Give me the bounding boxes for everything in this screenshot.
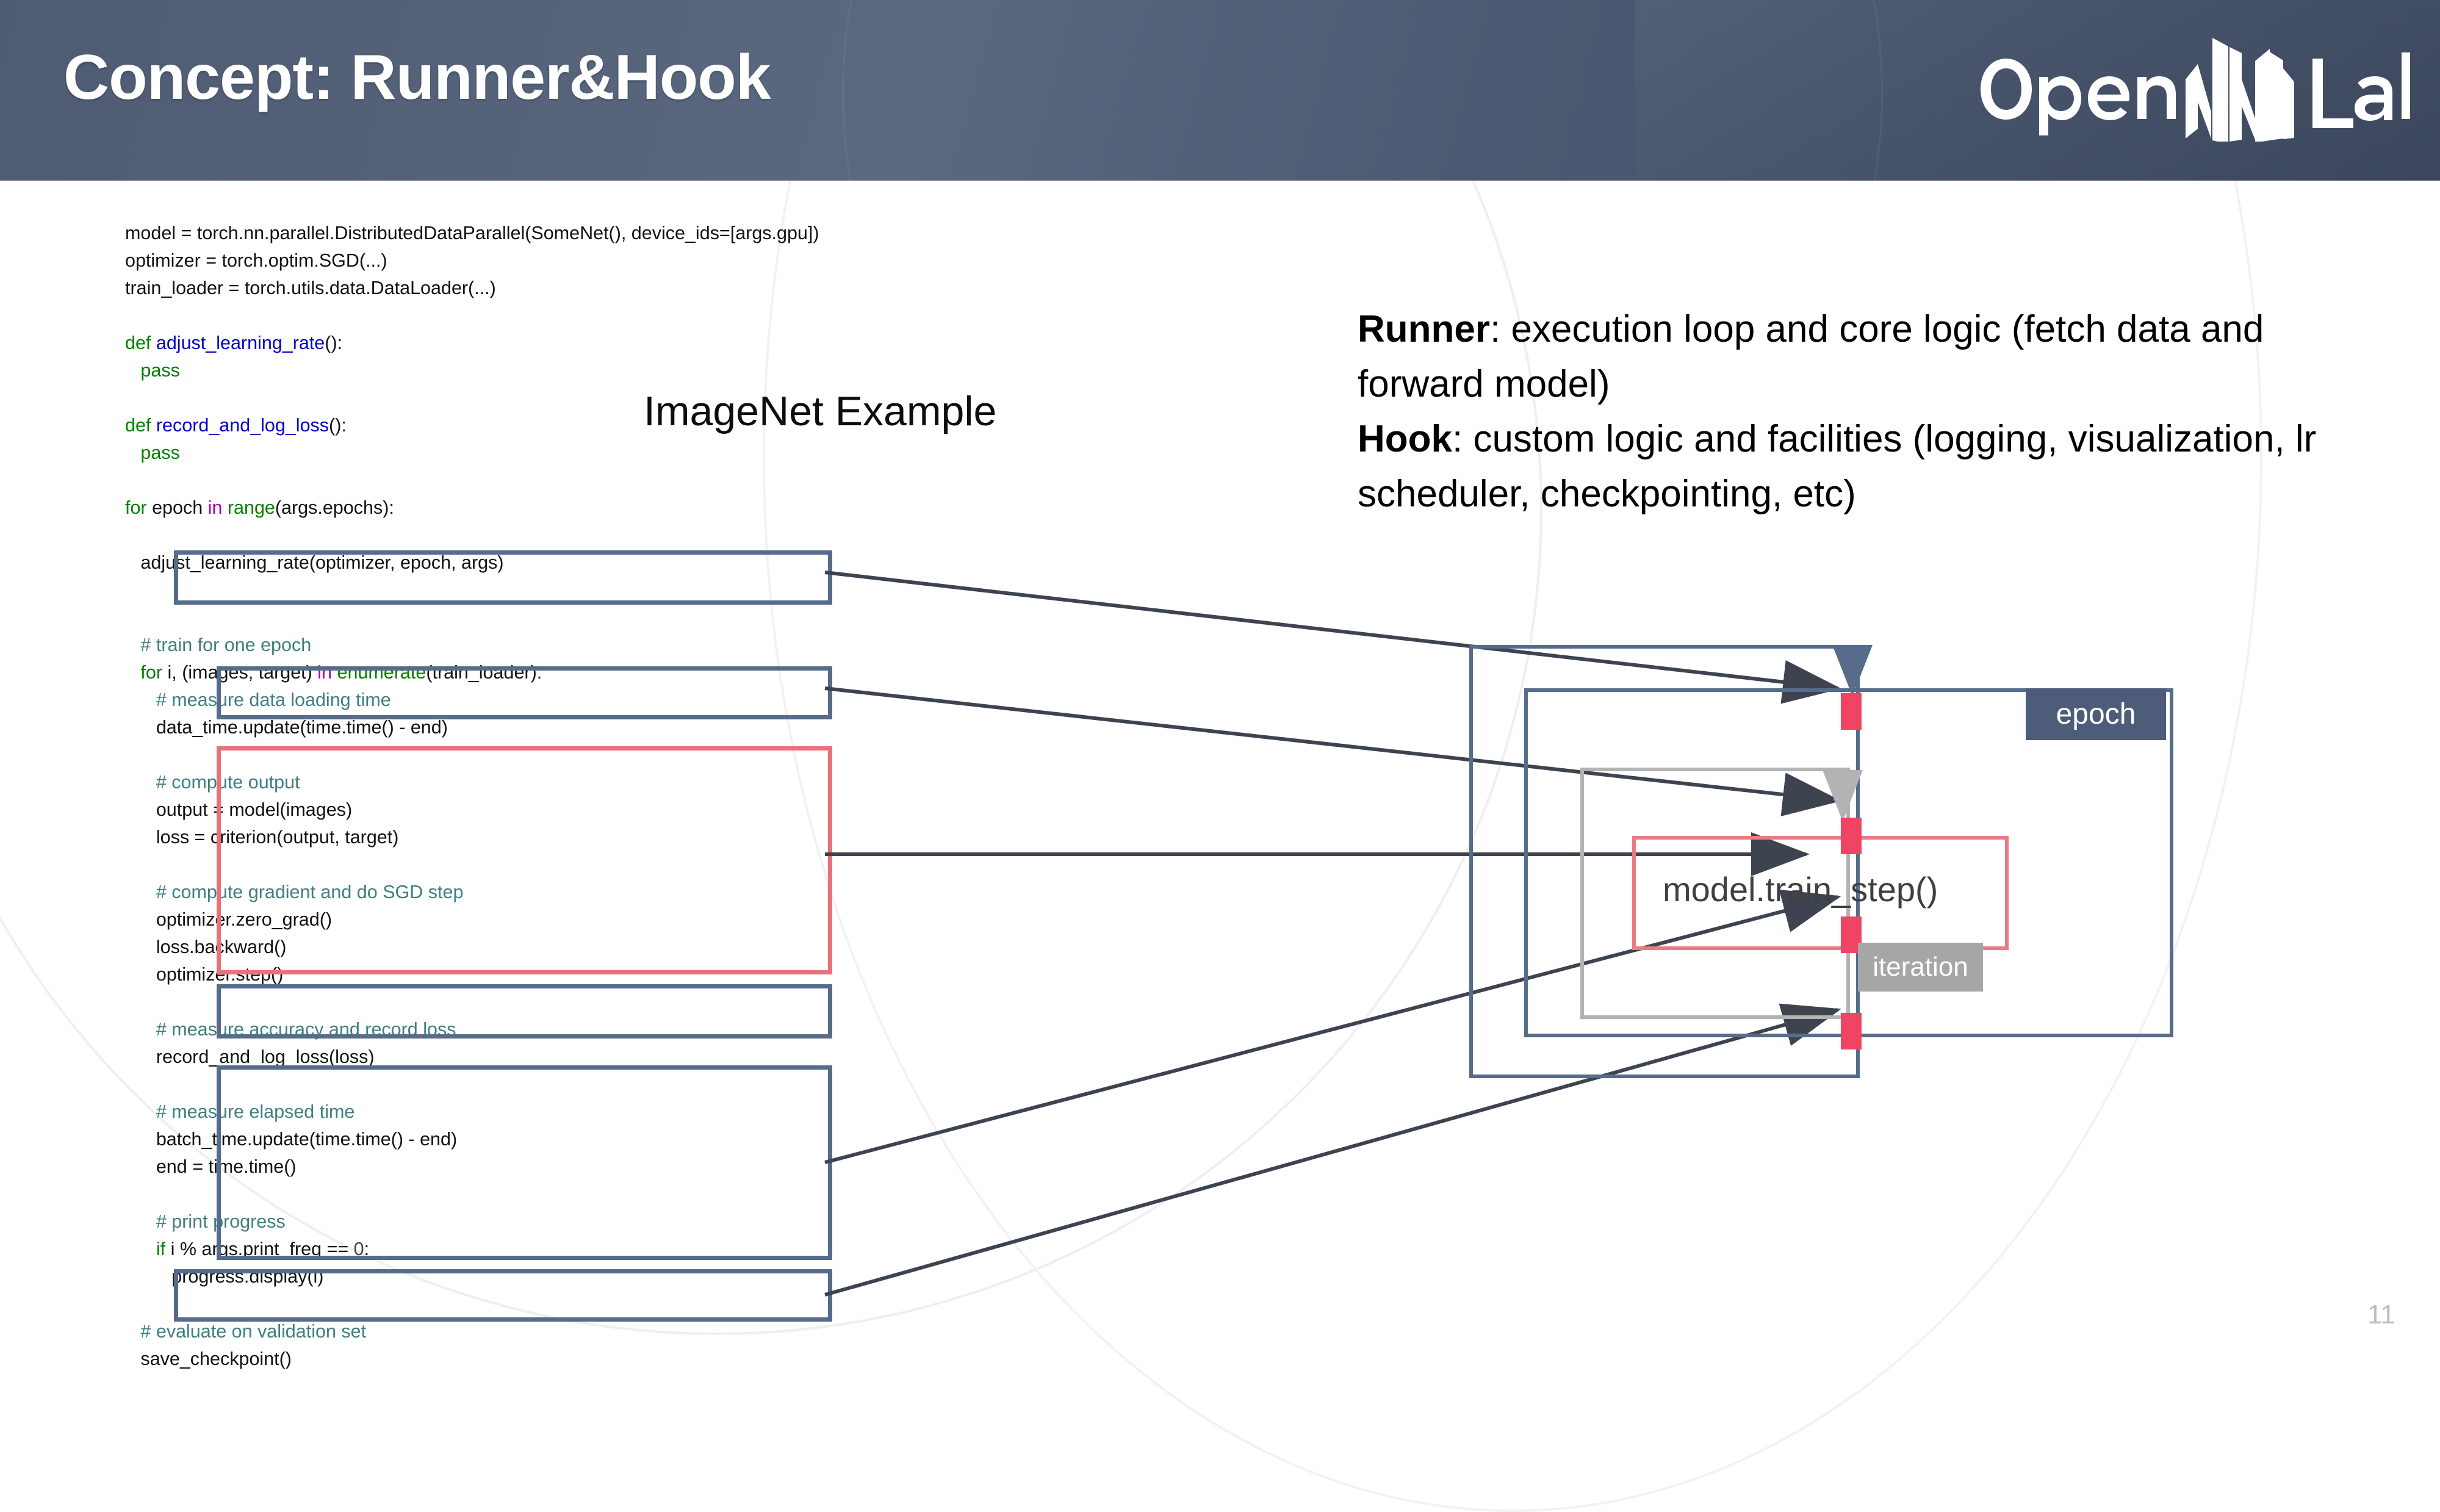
code-token: adjust_learning_rate(optimizer, epoch, a… xyxy=(125,552,504,573)
code-line xyxy=(125,604,894,632)
code-token: optimizer = torch.optim.SGD(...) xyxy=(125,250,387,271)
code-token: : xyxy=(364,1239,370,1259)
code-line: optimizer = torch.optim.SGD(...) xyxy=(125,247,894,275)
code-line: for epoch in range(args.epochs): xyxy=(125,494,894,522)
iteration-frame xyxy=(1580,768,1850,1019)
code-token: optimizer.zero_grad() xyxy=(125,909,333,930)
highlight-save-checkpoint xyxy=(174,1269,832,1322)
code-token: (args.epochs): xyxy=(275,497,394,518)
hook-before-epoch-node[interactable] xyxy=(1841,693,1862,730)
code-token: data_time.update(time.time() - end) xyxy=(125,717,448,738)
code-token: record_and_log_loss(loss) xyxy=(125,1046,375,1067)
code-line: # compute output xyxy=(125,769,894,796)
code-token: loss = criterion(output, target) xyxy=(125,827,399,848)
code-token: record_and_log_loss xyxy=(156,415,329,436)
highlight-adjust-lr xyxy=(174,550,832,605)
runner-hook-diagram: epoch iteration model.train_step() xyxy=(1452,635,2197,1098)
train-step-label: model.train_step() xyxy=(1663,870,1938,909)
highlight-record-loss xyxy=(217,984,832,1039)
code-token: range xyxy=(227,497,275,518)
code-token: model = torch.nn.parallel.DistributedDat… xyxy=(125,223,819,243)
code-token: # compute gradient and do SGD step xyxy=(125,882,464,902)
code-token: # compute output xyxy=(125,772,300,793)
code-token: end = time.time() xyxy=(125,1156,297,1177)
epoch-tag: epoch xyxy=(2026,688,2166,740)
code-line: save_checkpoint() xyxy=(125,1345,894,1373)
code-line xyxy=(125,302,894,329)
code-line: end = time.time() xyxy=(125,1153,894,1181)
code-line: def record_and_log_loss(): xyxy=(125,412,894,439)
code-line: # measure data loading time xyxy=(125,686,894,714)
code-line: loss = criterion(output, target) xyxy=(125,824,894,851)
diagram-loop-arrows xyxy=(1823,645,1873,821)
code-token: batch_time.update(time.time() - end) xyxy=(125,1129,458,1150)
highlight-data-time xyxy=(217,666,832,719)
code-token: 0 xyxy=(353,1239,364,1259)
code-line: batch_time.update(time.time() - end) xyxy=(125,1126,894,1153)
code-token: train_loader = torch.utils.data.DataLoad… xyxy=(125,278,496,298)
code-token: enumerate xyxy=(337,662,426,683)
imagenet-example-label: ImageNet Example xyxy=(644,388,997,434)
code-token: loss.backward() xyxy=(125,937,287,957)
highlight-train-step xyxy=(217,746,832,974)
code-line: # evaluate on validation set xyxy=(125,1318,894,1345)
code-token: for xyxy=(125,497,153,518)
code-token: # train for one epoch xyxy=(125,635,312,655)
runner-outer-frame xyxy=(1469,645,1860,1078)
code-line: optimizer.zero_grad() xyxy=(125,906,894,934)
code-token: # measure elapsed time xyxy=(125,1101,355,1122)
code-token: if xyxy=(125,1239,171,1259)
code-line: record_and_log_loss(loss) xyxy=(125,1043,894,1071)
runner-label: Runner xyxy=(1358,308,1490,350)
code-line xyxy=(125,522,894,549)
code-token: (): xyxy=(325,333,343,353)
code-token: output = model(images) xyxy=(125,799,353,820)
highlight-elapsed-progress xyxy=(217,1065,832,1260)
code-token: in xyxy=(207,497,228,518)
code-token: (train_loader): xyxy=(426,662,542,683)
runner-description: : execution loop and core logic (fetch d… xyxy=(1358,308,2264,405)
code-line: # measure elapsed time xyxy=(125,1098,894,1126)
code-line: pass xyxy=(125,439,894,467)
code-token: for xyxy=(125,662,168,683)
code-token: def xyxy=(125,333,156,353)
code-line: train_loader = torch.utils.data.DataLoad… xyxy=(125,275,894,302)
hook-description: : custom logic and facilities (logging, … xyxy=(1358,418,2317,515)
code-token: # print progress xyxy=(125,1211,286,1232)
code-line: # print progress xyxy=(125,1208,894,1236)
code-token: def xyxy=(125,415,156,436)
openmmlab-logo xyxy=(1971,32,2410,142)
iteration-tag-label: iteration xyxy=(1873,952,1968,982)
code-line: # compute gradient and do SGD step xyxy=(125,879,894,906)
code-line: adjust_learning_rate(optimizer, epoch, a… xyxy=(125,549,894,577)
epoch-tag-label: epoch xyxy=(2056,698,2136,730)
code-line: loss.backward() xyxy=(125,934,894,961)
iteration-tag: iteration xyxy=(1858,943,1983,992)
code-token: pass xyxy=(125,442,180,463)
code-token: (): xyxy=(329,415,347,436)
code-token: epoch xyxy=(152,497,208,518)
code-line xyxy=(125,467,894,494)
code-token: # evaluate on validation set xyxy=(125,1321,367,1342)
hook-before-iter-node[interactable] xyxy=(1841,818,1862,854)
hook-label: Hook xyxy=(1358,418,1452,460)
code-line: pass xyxy=(125,357,894,384)
train-step-frame xyxy=(1632,836,2009,950)
code-line: output = model(images) xyxy=(125,796,894,824)
code-line: data_time.update(time.time() - end) xyxy=(125,714,894,741)
page-number: 11 xyxy=(2367,1300,2395,1330)
code-token: pass xyxy=(125,360,180,381)
page-title: Concept: Runner&Hook xyxy=(63,42,771,113)
code-token: adjust_learning_rate xyxy=(156,333,325,353)
code-token: # measure data loading time xyxy=(125,689,391,710)
code-line: model = torch.nn.parallel.DistributedDat… xyxy=(125,220,894,247)
hook-after-epoch-node[interactable] xyxy=(1841,1013,1862,1049)
code-line: def adjust_learning_rate(): xyxy=(125,329,894,357)
code-line: # train for one epoch xyxy=(125,632,894,659)
concept-description: Runner: execution loop and core logic (f… xyxy=(1358,302,2395,522)
code-line: for i, (images, target) in enumerate(tra… xyxy=(125,659,894,686)
code-token: save_checkpoint() xyxy=(125,1348,292,1369)
